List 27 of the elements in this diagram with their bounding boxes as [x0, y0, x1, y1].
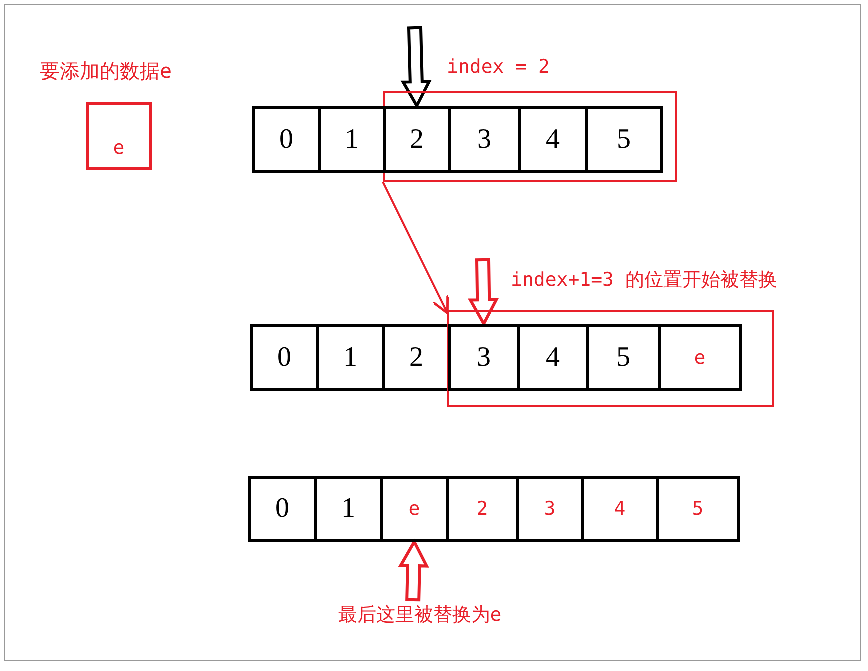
highlight-frame: [447, 310, 774, 407]
array-cell: 2: [446, 476, 519, 542]
array-cell: 3: [448, 324, 520, 391]
array-cell: 0: [252, 106, 321, 173]
annotation-text: index = 2: [447, 56, 550, 78]
array-cell: 5: [586, 324, 661, 391]
array-cell: 1: [318, 106, 386, 173]
array-cell: 5: [656, 476, 740, 542]
array-cell: 1: [314, 476, 383, 542]
array-cell: 3: [516, 476, 584, 542]
heading-text: 要添加的数据e: [40, 58, 172, 85]
array-cell: 4: [518, 106, 588, 173]
array-cell: e: [658, 324, 742, 391]
caption-text: 最后这里被替换为e: [315, 600, 525, 630]
array-cell: 4: [581, 476, 659, 542]
array-cell: 5: [585, 106, 663, 173]
array-cell: 4: [517, 324, 589, 391]
array-cell: 0: [248, 476, 317, 542]
array-cell: 3: [448, 106, 521, 173]
array-cell: e: [380, 476, 449, 542]
array-cell: 2: [383, 106, 451, 173]
array-cell: 1: [316, 324, 385, 391]
array-cell: 0: [250, 324, 319, 391]
arrow: [382, 182, 450, 315]
element-box: e: [86, 102, 152, 170]
highlight-frame: [383, 91, 677, 182]
annotation-text: index+1=3 的位置开始被替换: [511, 268, 778, 293]
